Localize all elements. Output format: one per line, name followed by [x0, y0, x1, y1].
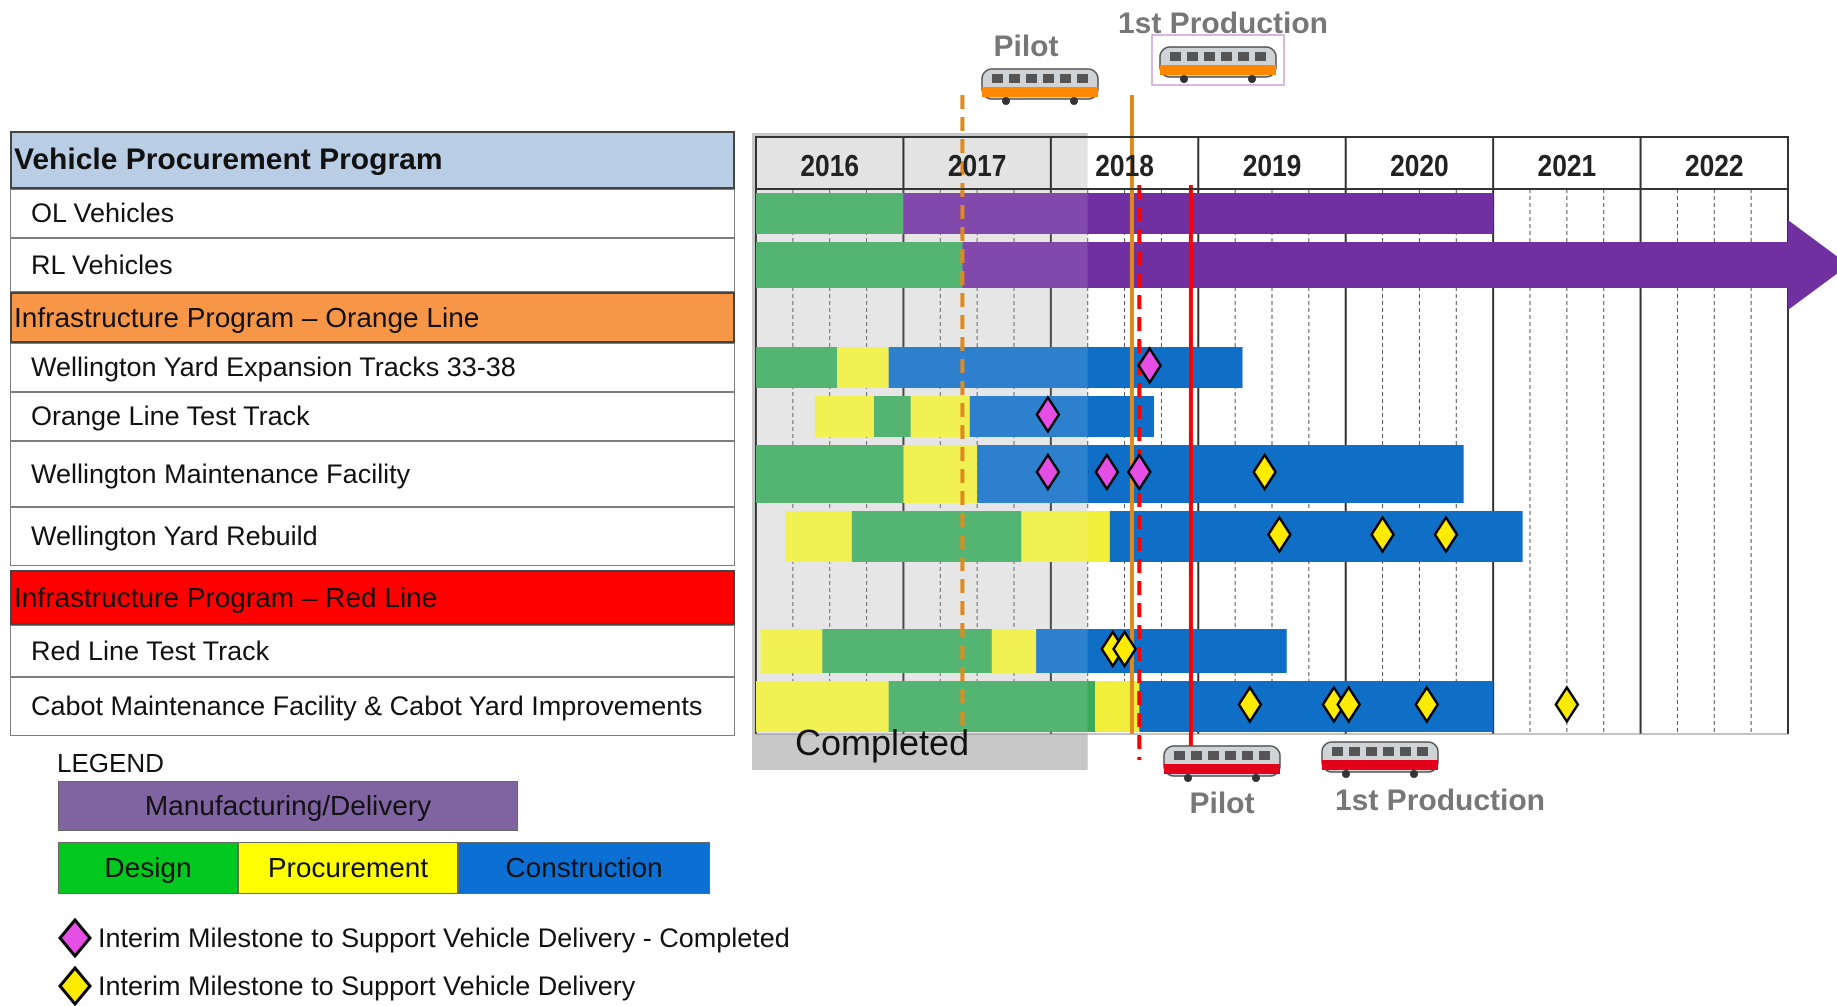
milestone-pending: [1266, 515, 1292, 554]
milestone-pending: [1370, 515, 1396, 554]
legend-milestone-completed: Interim Milestone to Support Vehicle Del…: [58, 918, 790, 958]
milestone-pending: [1433, 515, 1459, 554]
milestone-pending: [1336, 685, 1362, 724]
bar-construction: [888, 347, 1243, 388]
year-label: 2020: [1390, 149, 1449, 183]
legend-title: LEGEND: [57, 748, 164, 778]
bar-design: [873, 396, 911, 437]
bar-procurement: [760, 629, 823, 673]
bar-procurement: [903, 445, 978, 503]
marker-label: Pilot: [994, 30, 1059, 63]
legend-milestone-pending: Interim Milestone to Support Vehicle Del…: [58, 966, 635, 1006]
milestone-completed: [1126, 452, 1152, 492]
legend-milestone-pending-label: Interim Milestone to Support Vehicle Del…: [98, 970, 636, 1001]
marker-label: Pilot: [1190, 787, 1255, 820]
bar-construction: [1036, 629, 1287, 673]
bar-procurement: [756, 681, 889, 732]
program-row: OL Vehicles: [10, 189, 735, 238]
bar-design: [756, 347, 838, 388]
legend-design: Design: [58, 842, 238, 894]
diamond-yellow-icon: [58, 966, 92, 1006]
marker-label: 1st Production: [1335, 784, 1545, 817]
bar-construction: [969, 396, 1155, 437]
legend-construction-label: Construction: [505, 852, 663, 883]
bar-manufacturing: [903, 193, 1494, 234]
legend-design-label: Design: [104, 852, 192, 883]
program-row: Cabot Maintenance Facility & Cabot Yard …: [10, 677, 735, 736]
marker-label: 1st Production: [1118, 7, 1328, 40]
bar-design: [756, 445, 904, 503]
bar-procurement: [991, 629, 1037, 673]
bar-design: [756, 193, 904, 234]
program-row: Orange Line Test Track: [10, 392, 735, 441]
bar-design: [888, 681, 1096, 732]
train-icon: [1163, 745, 1281, 782]
bar-construction: [1109, 511, 1523, 562]
legend-procurement: Procurement: [238, 842, 458, 894]
table-header: Vehicle Procurement Program: [10, 131, 735, 189]
year-label: 2017: [948, 149, 1007, 183]
program-row: Wellington Maintenance Facility: [10, 441, 735, 507]
legend-procurement-label: Procurement: [267, 852, 429, 883]
milestone-pending: [1112, 629, 1138, 669]
milestone-completed: [1035, 395, 1061, 434]
section-header: Infrastructure Program – Orange Line: [10, 292, 735, 343]
milestone-pending: [1252, 452, 1278, 492]
milestone-completed: [1094, 452, 1120, 492]
section-header: Infrastructure Program – Red Line: [10, 570, 735, 625]
milestone-pending: [1554, 685, 1580, 724]
year-label: 2022: [1685, 149, 1744, 183]
bar-procurement: [837, 347, 889, 388]
bar-design: [851, 511, 1022, 562]
train-icon: [1321, 741, 1439, 778]
bar-procurement: [814, 396, 874, 437]
train-frame: [1151, 34, 1285, 86]
bar-procurement: [910, 396, 970, 437]
year-label: 2021: [1538, 149, 1597, 183]
milestone-pending: [1414, 685, 1440, 724]
program-row: RL Vehicles: [10, 238, 735, 292]
completed-label: Completed: [795, 722, 969, 763]
year-label: 2019: [1243, 149, 1302, 183]
completed-overlay: [756, 189, 1088, 734]
year-header-frame: [755, 136, 1789, 190]
year-label: 2018: [1095, 149, 1154, 183]
milestone-completed: [1137, 346, 1163, 385]
diamond-magenta-icon: [58, 918, 92, 958]
bar-procurement: [785, 511, 852, 562]
train-icon: [981, 68, 1099, 105]
bar-manufacturing: [962, 220, 1837, 310]
milestone-pending: [1237, 685, 1263, 724]
milestone-completed: [1035, 452, 1061, 492]
legend-construction: Construction: [458, 842, 710, 894]
train-icon: [1159, 46, 1277, 83]
bar-procurement: [1021, 511, 1110, 562]
year-label: 2016: [800, 149, 859, 183]
bar-design: [756, 242, 963, 288]
legend-milestone-completed-label: Interim Milestone to Support Vehicle Del…: [98, 922, 790, 953]
legend-manufacturing-label: Manufacturing/Delivery: [144, 790, 432, 821]
program-row: Red Line Test Track: [10, 625, 735, 677]
program-row: Wellington Yard Expansion Tracks 33-38: [10, 343, 735, 392]
program-row: Wellington Yard Rebuild: [10, 507, 735, 566]
legend-manufacturing: Manufacturing/Delivery: [58, 781, 518, 831]
